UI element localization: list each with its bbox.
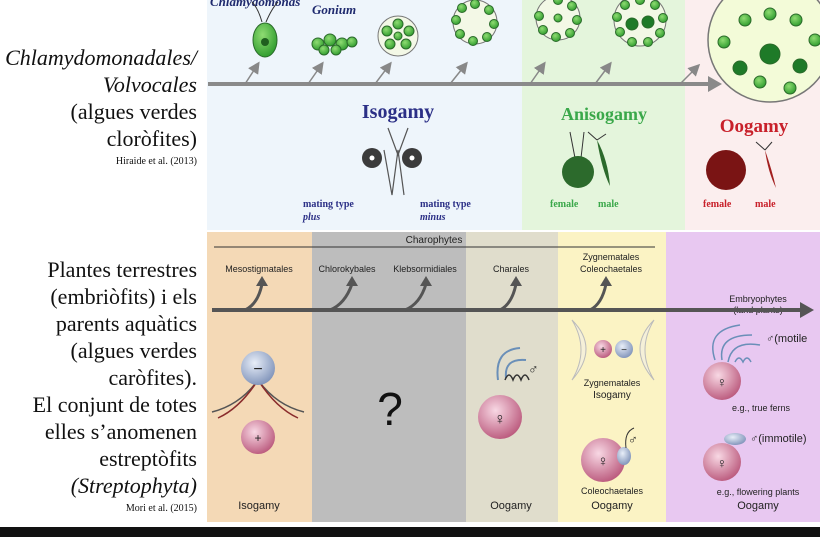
pandorina-colony [377, 15, 419, 57]
anisogamy-colony-2 [612, 0, 668, 47]
plus-sign: + [600, 345, 606, 356]
anisogamy-title: Anisogamy [561, 104, 647, 124]
citation: Mori et al. (2015) [125, 503, 197, 514]
oogamy-title: Oogamy [720, 116, 789, 137]
true-ferns-label: e.g., true ferns [732, 403, 791, 413]
bottom-left-label: Plantes terrestres (embriòfits) i els pa… [0, 256, 197, 514]
mesostigmatales-label: Mesostigmatales [225, 264, 293, 274]
mating-type-label: mating type [303, 199, 354, 210]
mating-type-label: mating type [420, 199, 471, 210]
bottom-branch-arrows [244, 283, 608, 312]
bottom-arrow-head [800, 302, 814, 318]
isogamy-gametes [362, 127, 422, 196]
eudorina-colony [451, 0, 499, 46]
label-line: cloròfites) [106, 126, 197, 151]
label-line: (algues verdes [70, 338, 197, 363]
anisogamy-gametes [562, 131, 610, 188]
embryophytes-label: Embryophytes [729, 294, 787, 304]
anisogamy-female: female [550, 199, 579, 210]
anisogamy-male: male [598, 199, 619, 210]
charophytes-label: Charophytes [406, 235, 463, 246]
label-line: (Streptophyta) [70, 473, 197, 498]
volvox-colony [707, 0, 820, 103]
motile-sperm-label: ♂(motile [766, 333, 807, 345]
mating-type-minus: minus [420, 212, 446, 223]
top-left-label: Chlamydomonadales/ Volvocales (algues ve… [0, 44, 197, 167]
coleochaetales-label: Coleochaetales [581, 486, 644, 496]
male-symbol: ♂ [628, 432, 638, 447]
female-symbol: ♀ [717, 374, 728, 390]
genus-chlamydomonas: Chlamydomonas [210, 0, 300, 9]
label-line: Volvocales [102, 72, 197, 97]
chlorokybales-label: Chlorokybales [318, 264, 376, 274]
bottom-branch-heads [256, 276, 612, 286]
coleochaetales-gametes: ♀ ♂ [581, 427, 638, 482]
unknown-question-mark: ? [377, 383, 403, 435]
mating-type-plus: plus [302, 212, 320, 223]
label-line: caròfites). [108, 365, 197, 390]
genus-gonium: Gonium [312, 2, 356, 17]
minus-sign: − [253, 361, 262, 378]
flowering-plant-gametes: ♀ [703, 433, 746, 481]
isogamy-title: Isogamy [362, 101, 434, 123]
label-line: elles s’anomenen [44, 419, 197, 444]
top-branch-arrows [244, 61, 701, 85]
citation: Hiraide et al. (2013) [115, 156, 197, 167]
charales-label: Charales [493, 264, 530, 274]
label-line: estreptòfits [99, 446, 197, 471]
female-symbol: ♀ [494, 411, 506, 428]
embryophytes-background [666, 232, 820, 522]
oogamy-female: female [703, 199, 732, 210]
klebsormidiales-background [312, 232, 466, 522]
male-symbol: ♂ [528, 361, 539, 377]
anisogamy-colony-1 [534, 0, 582, 42]
charales-oogamy: Oogamy [490, 500, 532, 512]
immotile-sperm-label: ♂(immotile) [750, 433, 807, 445]
oogamy-gametes [706, 141, 776, 190]
oogamy-male: male [755, 199, 776, 210]
mesostigmatales-isogamy: Isogamy [238, 500, 280, 512]
charales-gametes: ♀ ♂ [478, 347, 539, 439]
coleochaetales-header: Coleochaetales [580, 264, 643, 274]
zygnematales-header: Zygnematales [583, 252, 640, 262]
label-line: (embriòfits) i els [50, 284, 197, 309]
chlamydomonas-cell [251, 1, 279, 58]
mesostigmatales-gametes: − + [211, 351, 305, 454]
flowering-plants-label: e.g., flowering plants [717, 487, 800, 497]
embryophytes-oogamy: Oogamy [737, 500, 779, 512]
label-line: parents aquàtics [55, 311, 197, 336]
female-symbol: ♀ [597, 453, 608, 470]
zygnematales-isogamy: Isogamy [593, 390, 631, 401]
plus-sign: + [254, 431, 261, 445]
bottom-border [0, 527, 820, 537]
klebsormidiales-label: Klebsormidiales [393, 264, 457, 274]
label-line: Chlamydomonadales/ [5, 45, 197, 70]
coleochaetales-oogamy: Oogamy [591, 500, 633, 512]
label-line: (algues verdes [70, 99, 197, 124]
zygnematales-gametes: + − [571, 319, 655, 381]
fern-gametes: ♀ [703, 324, 761, 400]
label-line: Plantes terrestres [47, 257, 197, 282]
gonium-colony [311, 33, 358, 56]
label-line: El conjunt de totes [32, 392, 197, 417]
female-symbol: ♀ [717, 455, 728, 471]
zygnematales-label: Zygnematales [584, 378, 641, 388]
minus-sign: − [621, 345, 627, 356]
top-arrow-head [708, 76, 722, 92]
